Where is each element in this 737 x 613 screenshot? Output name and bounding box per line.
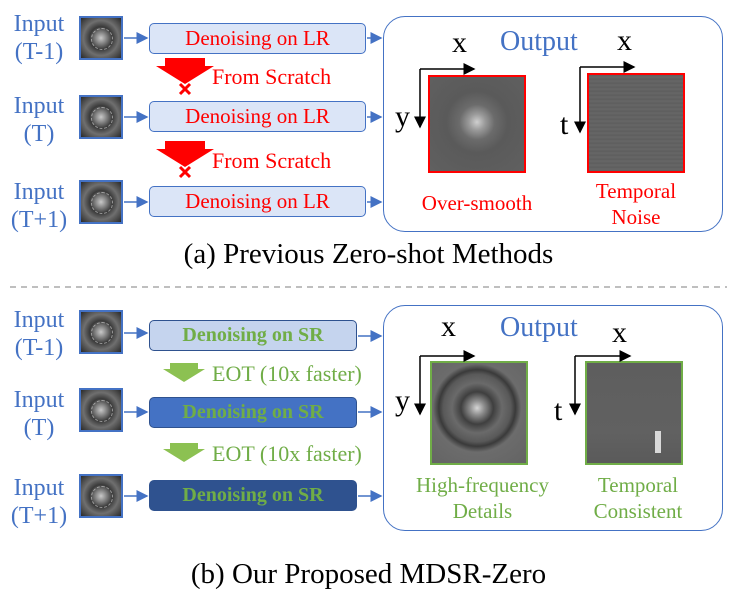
denoise-lr-box: Denoising on LR xyxy=(149,186,366,217)
input-thumbnail xyxy=(79,310,123,354)
input-arrows-a xyxy=(124,32,149,208)
axes-icon xyxy=(414,61,636,134)
input-arrows-b xyxy=(124,327,149,502)
output-arrows-b xyxy=(358,330,383,502)
denoise-lr-box: Denoising on LR xyxy=(149,23,366,54)
input-label-t-minus-1: Input (T-1) xyxy=(13,307,65,361)
temporal-noise-caption: Temporal Noise xyxy=(595,179,677,229)
temporal-noise-image xyxy=(587,73,685,173)
input-thumbnail xyxy=(79,388,123,432)
denoise-sr-box: Denoising on SR xyxy=(149,397,357,428)
red-down-arrow-icon xyxy=(156,58,214,96)
over-smooth-image xyxy=(428,75,526,173)
output-label: Output xyxy=(500,312,578,343)
red-down-arrow-icon xyxy=(156,141,214,179)
from-scratch-label: From Scratch xyxy=(212,148,332,173)
input-label-t-minus-1: Input (T-1) xyxy=(13,11,65,65)
axis-x-label: x xyxy=(612,316,627,349)
green-down-arrow-icon xyxy=(163,363,205,382)
denoise-lr-box: Denoising on LR xyxy=(149,101,366,132)
input-thumbnail xyxy=(79,95,123,139)
axis-y-label: y xyxy=(395,100,410,133)
input-label-t: Input (T) xyxy=(13,387,65,441)
over-smooth-caption: Over-smooth xyxy=(421,191,533,215)
input-label-t-plus-1: Input (T+1) xyxy=(10,179,68,233)
axis-x-label: x xyxy=(452,26,467,59)
denoise-sr-box: Denoising on SR xyxy=(149,320,357,351)
input-label-t: Input (T) xyxy=(13,93,65,147)
axis-t-label: t xyxy=(554,394,563,427)
input-thumbnail xyxy=(79,474,123,518)
output-label: Output xyxy=(500,26,578,57)
caption-a: (a) Previous Zero-shot Methods xyxy=(183,238,554,270)
axis-t-label: t xyxy=(560,108,569,141)
axis-x-label: x xyxy=(441,310,456,343)
eot-label: EOT (10x faster) xyxy=(212,361,362,386)
input-label-t-plus-1: Input (T+1) xyxy=(10,475,68,529)
axis-y-label: y xyxy=(395,384,410,417)
input-thumbnail xyxy=(79,16,123,60)
high-frequency-caption: High-frequency Details xyxy=(416,473,549,523)
output-arrows-a xyxy=(367,32,383,208)
temporal-consistent-image xyxy=(585,361,683,465)
input-thumbnail xyxy=(79,180,123,224)
temporal-consistent-caption: Temporal Consistent xyxy=(593,473,683,523)
from-scratch-label: From Scratch xyxy=(212,64,332,89)
caption-b: (b) Our Proposed MDSR-Zero xyxy=(190,558,547,590)
eot-label: EOT (10x faster) xyxy=(212,441,362,466)
denoise-sr-box: Denoising on SR xyxy=(149,480,357,511)
axes-icon xyxy=(414,350,632,416)
green-down-arrow-icon xyxy=(163,443,205,462)
high-frequency-image xyxy=(430,361,528,465)
axis-x-label: x xyxy=(617,24,632,57)
